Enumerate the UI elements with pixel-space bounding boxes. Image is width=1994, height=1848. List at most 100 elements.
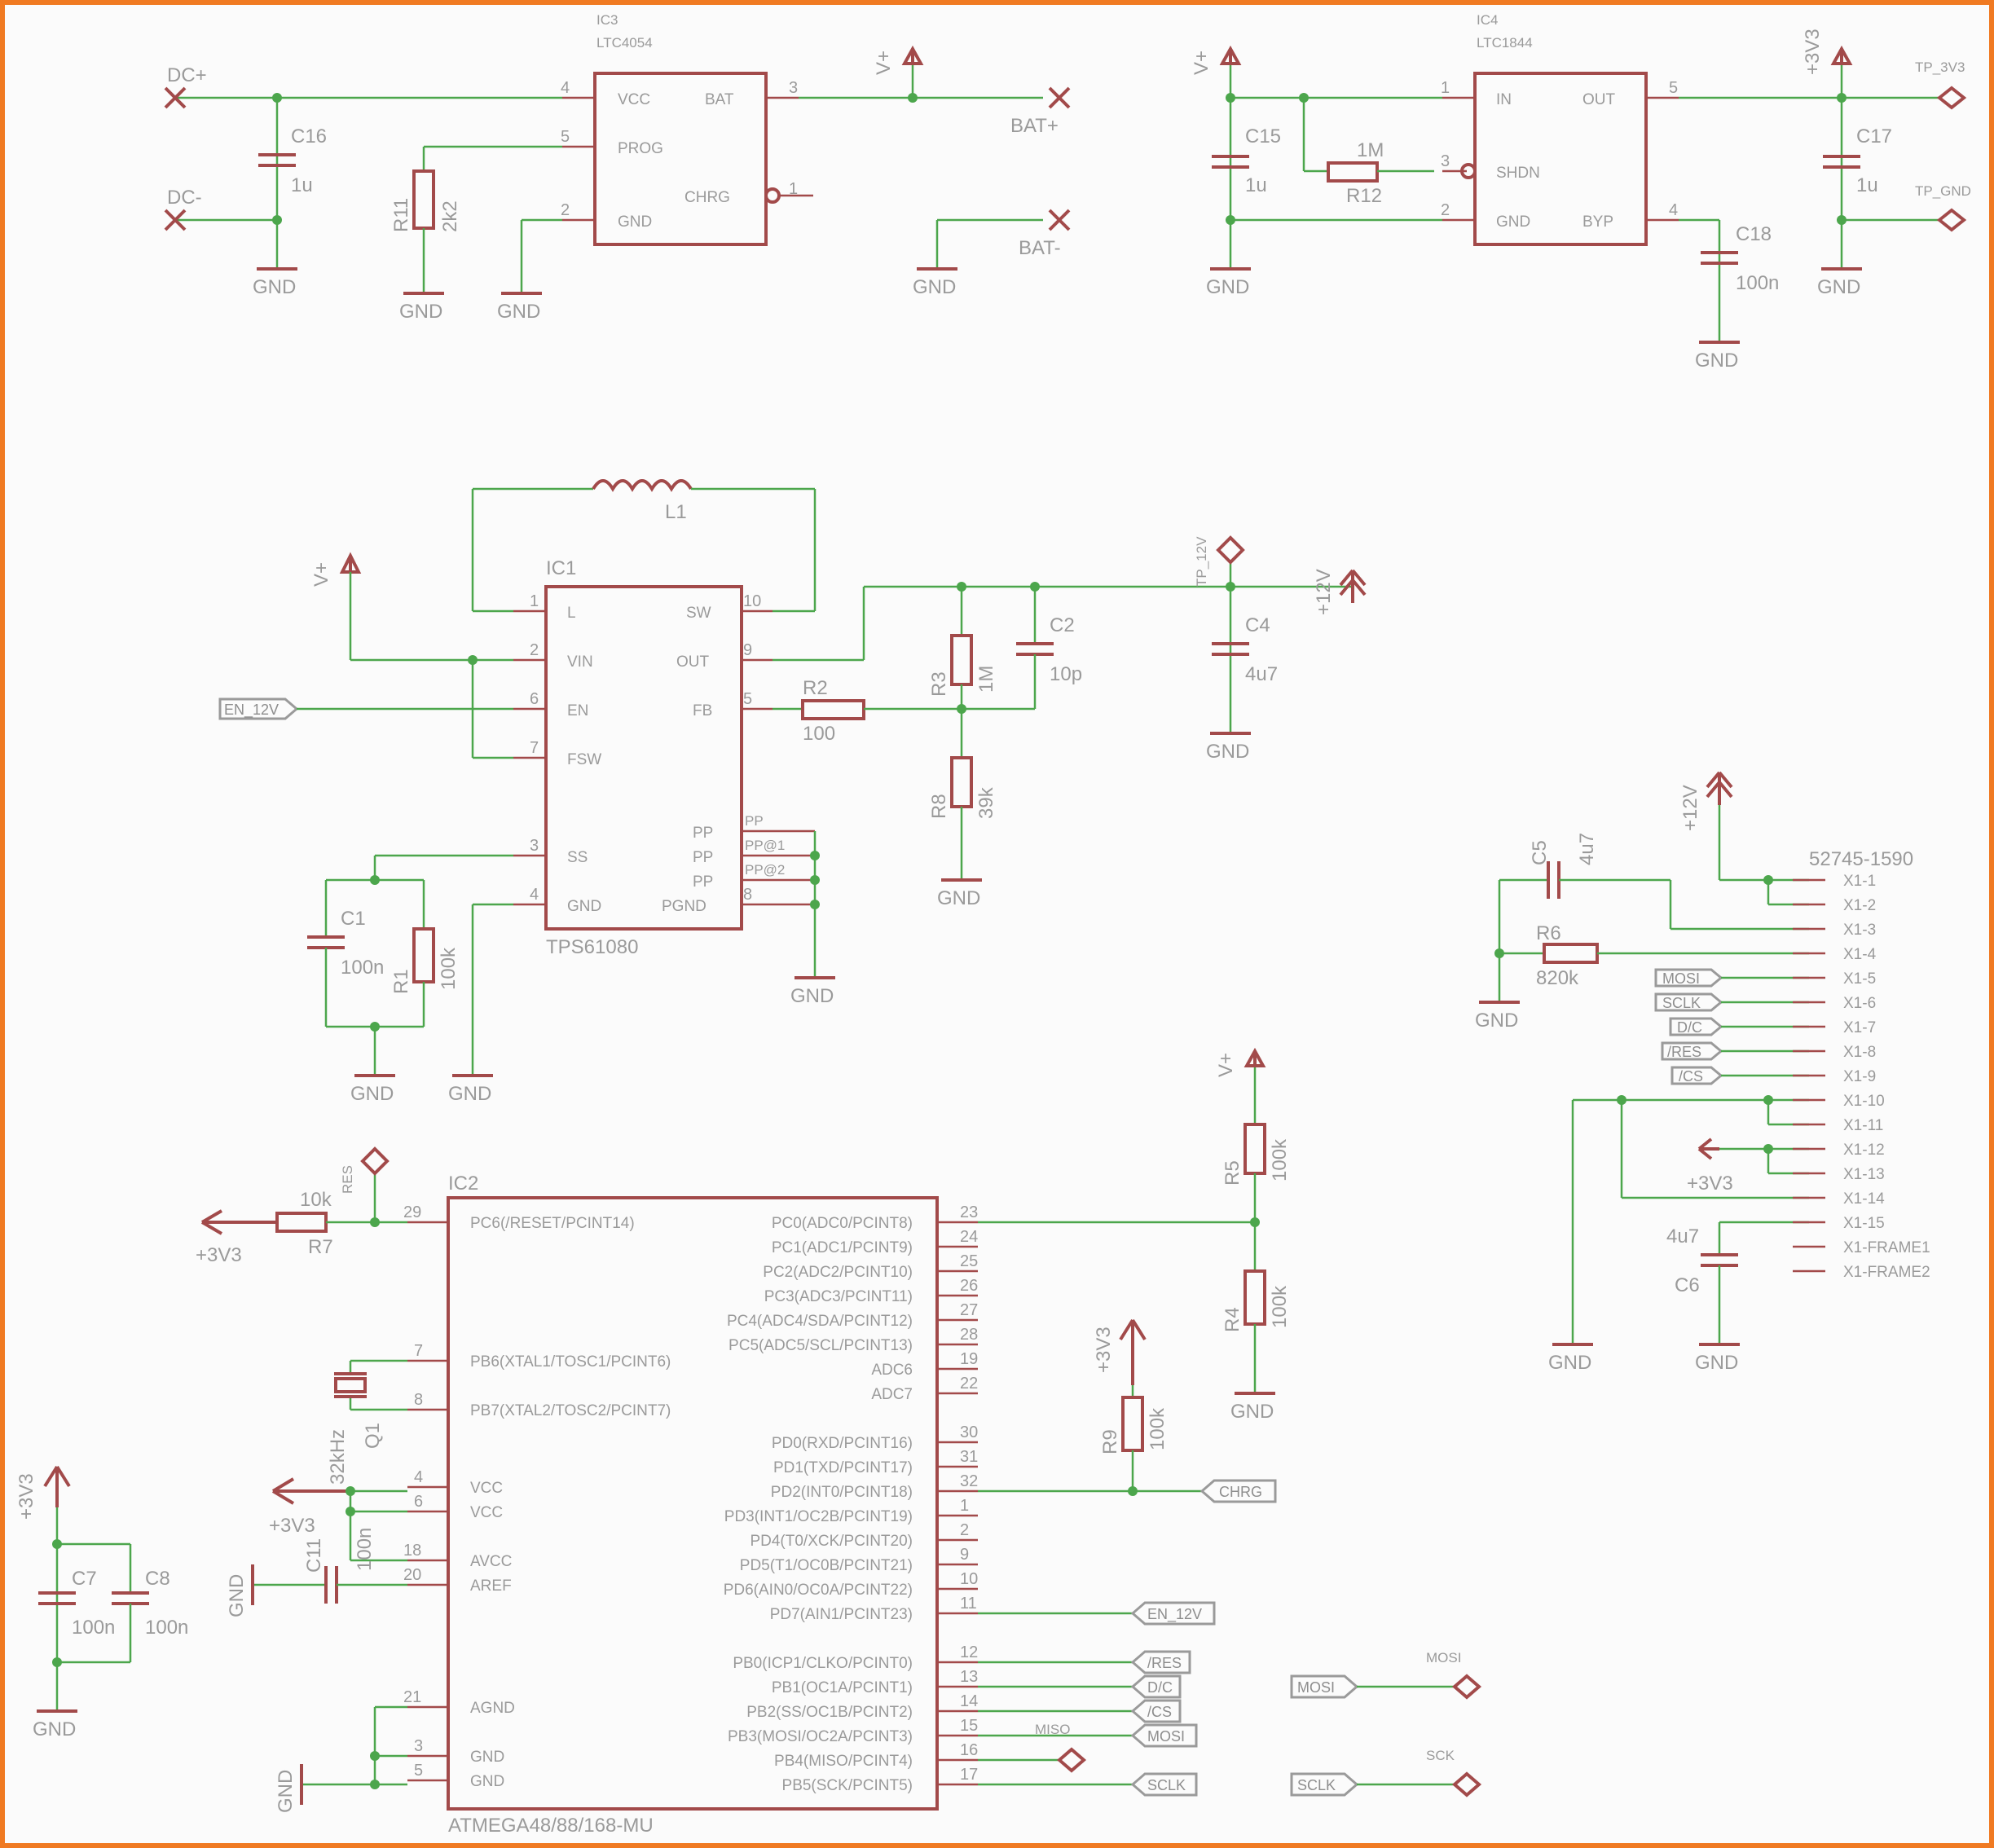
pin-number: 9 [960, 1546, 969, 1564]
v33-label: +3V3 [269, 1515, 315, 1537]
ic1-ref: IC1 [546, 557, 576, 579]
r2-ref: R2 [803, 677, 828, 699]
pin-number: 27 [960, 1301, 978, 1319]
chrg-net-flag [1199, 1479, 1277, 1503]
r11-ref: R11 [390, 198, 412, 232]
gnd-label: GND [1548, 1352, 1591, 1374]
res-tag: /RES [1147, 1655, 1182, 1671]
c11-value: 100n [354, 1528, 376, 1571]
pin-number: 16 [960, 1741, 978, 1759]
v33-label: +3V3 [1802, 29, 1824, 75]
gnd-label: GND [253, 276, 296, 298]
pin-label: AREF [470, 1577, 512, 1595]
pin-number: 31 [960, 1448, 978, 1466]
pin-number: 8 [414, 1391, 423, 1409]
pin-label: OUT [676, 653, 710, 671]
r4-ref: R4 [1221, 1307, 1243, 1332]
pin-number: 6 [414, 1493, 423, 1511]
ic4-part: LTC1844 [1477, 35, 1533, 51]
cs-tag: /CS [1679, 1068, 1703, 1085]
pin-label: BYP [1582, 213, 1613, 231]
pin-number: 15 [960, 1717, 978, 1735]
r3-resistor [950, 634, 973, 686]
pin-number: 24 [960, 1228, 978, 1246]
ic4-ref: IC4 [1477, 12, 1498, 28]
pin-number: 14 [960, 1692, 978, 1710]
mcu-block: IC2 ATMEGA48/88/168-MU PC6(/RESET/PCINT1… [15, 1047, 1482, 1837]
pin-number: 4 [530, 886, 539, 904]
mosi-tag: MOSI [1662, 970, 1700, 987]
pin-number: 17 [960, 1766, 978, 1784]
pin-label: AGND [470, 1700, 515, 1717]
pin-label: X1-FRAME1 [1843, 1239, 1930, 1256]
pin-label: X1-4 [1843, 946, 1877, 963]
gnd-label: GND [399, 301, 442, 323]
dc-plus-connector [164, 86, 187, 109]
pin-number: 13 [960, 1668, 978, 1686]
pin-label: X1-1 [1843, 873, 1876, 890]
pin-label: PP [693, 825, 713, 842]
vplus-label: V+ [873, 51, 895, 75]
r1-ref: R1 [390, 969, 412, 994]
gnd-label: GND [790, 985, 834, 1007]
pp-label: PP [745, 813, 764, 829]
pin-label: FB [693, 702, 712, 719]
c5-ref: C5 [1529, 840, 1551, 865]
pin-label: PC5(ADC5/SCL/PCINT13) [728, 1337, 913, 1354]
pin-label: X1-5 [1843, 970, 1876, 988]
miso-testpoint [1056, 1747, 1087, 1773]
pin-number: 29 [403, 1203, 421, 1221]
pin-number: 1 [1441, 79, 1450, 97]
r8-value: 39k [975, 786, 997, 819]
mosi-net-flag [1130, 1723, 1198, 1748]
pin-number: 5 [561, 128, 570, 146]
dc-net-flag [1130, 1674, 1182, 1699]
r8-resistor [950, 756, 973, 808]
pin-label: VIN [567, 653, 593, 671]
pin-label: SS [567, 849, 588, 866]
pin-number: 21 [403, 1688, 421, 1706]
c8-ref: C8 [145, 1568, 170, 1590]
cs-tag: /CS [1147, 1704, 1172, 1720]
charger-block: GND C16 1u DC+ DC- GND R11 2k2 GND IC3 L… [164, 12, 1071, 323]
pin-label: PB7(XTAL2/TOSC2/PCINT7) [470, 1402, 671, 1419]
r6-value: 820k [1536, 967, 1579, 989]
pin-label: GND [567, 898, 601, 915]
pin-label: PGND [662, 898, 706, 915]
sck-tp-label: SCK [1426, 1748, 1455, 1763]
gnd-label: GND [1695, 1352, 1738, 1374]
pin-label: GND [1496, 213, 1530, 231]
r2-resistor [801, 699, 865, 720]
pin-number: 2 [1441, 201, 1450, 219]
v33-label: +3V3 [1687, 1173, 1733, 1195]
pin-number: 4 [561, 79, 570, 97]
ic1-part: TPS61080 [546, 936, 638, 958]
gnd-label: GND [913, 276, 956, 298]
res-tp-label: RES [340, 1165, 355, 1194]
schematic-canvas: GND C16 1u DC+ DC- GND R11 2k2 GND IC3 L… [15, 12, 1971, 1837]
pin-label: X1-6 [1843, 995, 1876, 1012]
connector-part: 52745-1590 [1809, 848, 1913, 870]
gnd-label: GND [33, 1718, 76, 1740]
c18-value: 100n [1736, 272, 1779, 294]
res-net-flag [1661, 1041, 1723, 1061]
pin-label: X1-8 [1843, 1044, 1876, 1061]
r7-ref: R7 [308, 1236, 333, 1258]
r9-resistor [1121, 1396, 1144, 1452]
c6-ref: C6 [1675, 1274, 1700, 1296]
mosi-tp-label: MOSI [1426, 1650, 1461, 1665]
pin-number: 4 [1669, 201, 1678, 219]
pin-label: IN [1496, 91, 1512, 108]
cs-net-flag [1670, 1066, 1723, 1085]
c18-ref: C18 [1736, 223, 1772, 245]
sclk-net-flag [1130, 1772, 1198, 1797]
ic2-ref: IC2 [448, 1173, 478, 1195]
pin-number: 2 [561, 201, 570, 219]
pin-label: X1-15 [1843, 1215, 1885, 1232]
r6-resistor [1543, 943, 1599, 964]
pin-number: 25 [960, 1252, 978, 1270]
gnd-label: GND [1206, 276, 1249, 298]
ic3-ref: IC3 [596, 12, 618, 28]
c17-value: 1u [1856, 174, 1878, 196]
r2-value: 100 [803, 723, 835, 745]
